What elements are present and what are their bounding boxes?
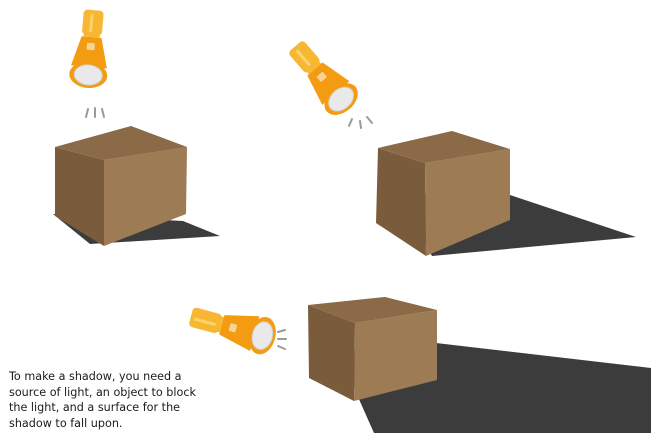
flashlight-icon (68, 9, 113, 90)
scene-angled-light (281, 34, 636, 256)
light-rays-icon (349, 117, 372, 128)
caption-line: shadow to fall upon. (9, 416, 249, 432)
light-rays-icon (278, 330, 286, 349)
caption-text: To make a shadow, you need a source of l… (9, 369, 249, 431)
flashlight-icon (186, 298, 280, 357)
scene-side-light (186, 297, 651, 433)
scene-overhead-light (53, 9, 220, 246)
caption-line: the light, and a surface for the (9, 400, 249, 416)
caption-line: To make a shadow, you need a (9, 369, 249, 385)
caption-line: source of light, an object to block (9, 385, 249, 401)
light-rays-icon (86, 108, 104, 117)
flashlight-icon (281, 34, 364, 122)
